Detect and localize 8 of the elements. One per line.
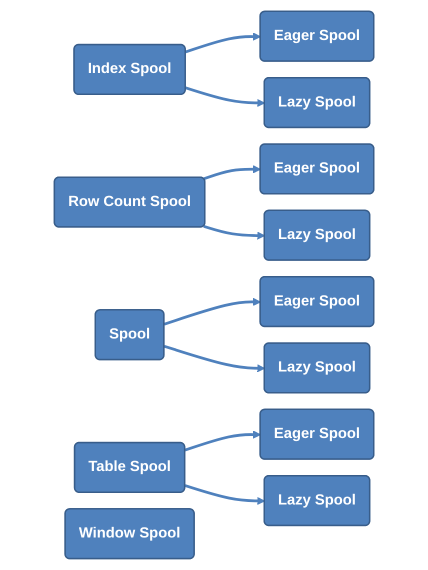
arrow [164, 298, 261, 326]
arrow [203, 224, 265, 240]
arrow [184, 484, 265, 505]
arrow [185, 86, 265, 107]
arrow [184, 430, 261, 452]
arrow [203, 165, 261, 180]
arrow [164, 344, 265, 372]
arrow [185, 32, 261, 54]
